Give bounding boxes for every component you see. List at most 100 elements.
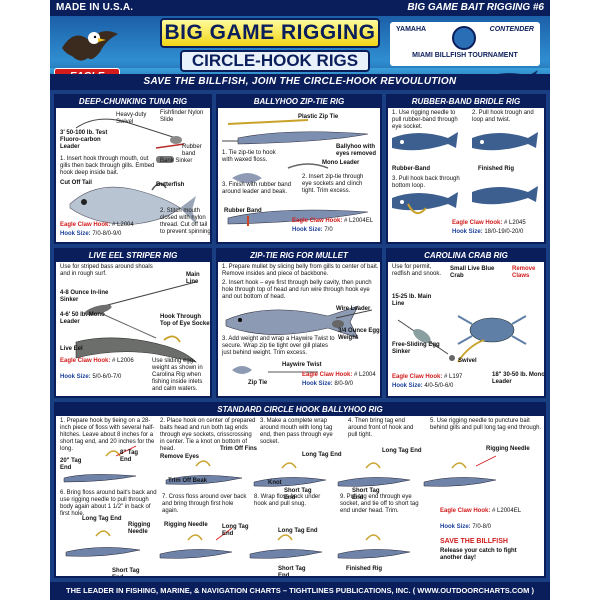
standard-step3: 3. Make a complete wrap around mouth wit… (260, 418, 333, 445)
standard-s7b: Long Tag End (222, 524, 249, 537)
tuna-step2: 2. Stitch mouth closed with nylon thread… (160, 208, 211, 235)
tuna-rubber-label: Rubber band (182, 144, 202, 157)
standard-s2a: Remove Eyes (160, 454, 200, 460)
standard-size-line: Hook Size: 7/0-8/0 (440, 524, 492, 530)
eel-hook-through-label: Hook Through Top of Eye Socket (160, 314, 212, 327)
mullet-step2: 2. Insert hook – eye first through belly… (222, 280, 372, 300)
ballyhoo-mono-label: Mono Leader (322, 160, 360, 166)
crab-main-line-label: 15-25 lb. Main Line (392, 294, 432, 307)
crab-small-label: Small Live Blue Crab (450, 266, 495, 279)
crab-swivel-label: Swivel (458, 358, 477, 364)
standard-step9: 9. Pull tag end through eye socket, and … (340, 494, 419, 514)
standard-s9a: Finished Rig (346, 566, 382, 572)
standard-step1: 1. Prepare hook by tieing on a 28-inch p… (60, 418, 155, 452)
standard-s6a: Long Tag End (82, 516, 122, 522)
crab-size-line: Hook Size: 4/0-5/0-6/0 (392, 383, 454, 389)
panel-title: BALLYHOO ZIP-TIE RIG (218, 96, 380, 108)
standard-s6c: Short Tag End (112, 568, 140, 578)
eel-note: Use sliding egg-weight as shown in Carol… (152, 358, 203, 392)
made-in-label: MADE IN U.S.A. (56, 2, 134, 13)
ballyhoo-size-line: Hook Size: 7/0 (292, 227, 333, 233)
panel-rubber-band-rig: RUBBER-BAND BRIDLE RIG 1. Use rigging ne… (386, 94, 546, 244)
series-label: BIG GAME BAIT RIGGING #6 (407, 2, 544, 13)
mullet-wire-label: Wire Leader (336, 306, 371, 312)
eel-desc: Use for striped bass around shoals and i… (60, 264, 153, 277)
ballyhoo-diagram (222, 119, 369, 226)
crab-hook-line: Eagle Claw Hook: # L197 (392, 374, 463, 380)
ballyhoo-step1: 1. Tie zip-tie to hook with waxed floss. (222, 150, 276, 163)
panel-title: ZIP-TIE RIG FOR MULLET (218, 250, 380, 262)
bridle-size-line: Hook Size: 18/0-19/0-20/0 (452, 229, 524, 235)
sponsor-left: YAMAHA (396, 26, 427, 33)
zip-tie-label: Plastic Zip Tie (298, 114, 339, 120)
ballyhoo-eyes-label: Ballyhoo with eyes removed (336, 144, 377, 157)
standard-s8b: Short Tag End (278, 566, 306, 578)
standard-s3c: Short Tag End (284, 488, 312, 501)
panel-crab-rig: CAROLINA CRAB RIG Use for permit, redfis… (386, 248, 546, 398)
tuna-step1: 1. Insert hook through mouth, out gills … (60, 156, 155, 176)
crab-leader-label: 18" 30-50 lb. Mono Leader (492, 372, 545, 385)
crab-diagram (397, 315, 527, 363)
panel-tuna-rig: DEEP-CHUNKING TUNA RIG Heavy-duty Swivel… (54, 94, 212, 244)
standard-s2b: Trim Off Fins (220, 446, 258, 452)
sponsor-box: YAMAHA CONTENDER MIAMI BILLFISH TOURNAME… (390, 22, 540, 66)
eel-hook-line: Eagle Claw Hook: # L2006 (60, 358, 134, 364)
standard-step4: 4. Then bring tag end around front of ho… (348, 418, 414, 438)
standard-step8: 8. Wrap floss back under hook and pull s… (254, 494, 321, 507)
panel-title: STANDARD CIRCLE HOOK BALLYHOO RIG (56, 404, 544, 416)
sponsor-bottom: MIAMI BILLFISH TOURNAMENT (412, 52, 518, 59)
crab-remove-label: Remove Claws (512, 266, 536, 279)
eel-main-line-label: Main Line (186, 272, 200, 285)
page-title: BIG GAME RIGGING (160, 18, 380, 48)
standard-s3b: Knot (268, 480, 282, 486)
eel-size-line: Hook Size: 5/0-6/0-7/0 (60, 374, 122, 380)
panel-title: CAROLINA CRAB RIG (388, 250, 544, 262)
standard-s7a: Rigging Needle (164, 522, 208, 528)
mullet-diagram (225, 305, 373, 374)
standard-s5a: Rigging Needle (486, 446, 530, 452)
standard-s8a: Long Tag End (278, 528, 318, 534)
tuna-leader-diagram (69, 118, 196, 225)
standard-step2: 2. Place hook on center of prepared bait… (160, 418, 256, 452)
standard-rig-diagrams (63, 445, 497, 559)
tournament-logo-icon (452, 26, 476, 50)
standard-step5: 5. Use rigging needle to puncture bait b… (430, 418, 542, 431)
tuna-size-line: Hook Size: 7/0-8/0-9/0 (60, 231, 122, 237)
tuna-swivel-label: Heavy-duty Swivel (116, 112, 147, 125)
eel-sinker-label: 4-8 Ounce In-line Sinker (60, 290, 109, 303)
ballyhoo-hook-line: Eagle Claw Hook: # L2004EL (292, 218, 374, 224)
panel-title: RUBBER-BAND BRIDLE RIG (388, 96, 544, 108)
eagle-logo-icon (62, 31, 118, 61)
ballyhoo-rubber-label: Rubber Band (224, 208, 262, 214)
bridle-diagram (392, 132, 538, 215)
standard-hook-line: Eagle Claw Hook: # L2004EL (440, 508, 522, 514)
mullet-step3: 3. Add weight and wrap a Haywire Twist t… (222, 336, 335, 356)
bridle-rubber-label: Rubber-Band (392, 166, 430, 172)
tuna-hook-line: Eagle Claw Hook: # L2004 (60, 222, 134, 228)
standard-s3a: Long Tag End (302, 452, 342, 458)
mullet-ziptie-label: Zip Tie (248, 380, 268, 386)
tuna-leader-label: 3' 50-100 lb. Test Fluoro-carbon Leader (60, 130, 108, 150)
panel-eel-rig: LIVE EEL STRIPER RIG Use for striped bas… (54, 248, 212, 398)
standard-step7: 7. Cross floss around over back and brin… (162, 494, 247, 514)
top-bar: MADE IN U.S.A. BIG GAME BAIT RIGGING #6 (50, 0, 550, 16)
standard-step6: 6. Bring floss around bait's back and us… (60, 490, 157, 517)
panel-title: DEEP-CHUNKING TUNA RIG (56, 96, 210, 108)
standard-s4b: Short Tag End (352, 488, 380, 501)
save-billfish-label: SAVE THE BILLFISH (440, 538, 508, 545)
standard-s1a: 8" Tag End (120, 450, 139, 463)
tuna-butterfish-label: Butterfish (156, 182, 185, 188)
ballyhoo-step2: 2. Insert zip-tie through eye sockets an… (302, 174, 364, 194)
panel-ballyhoo-zip-rig: BALLYHOO ZIP-TIE RIG Plastic Zip Tie Bal… (216, 94, 382, 244)
panel-area: DEEP-CHUNKING TUNA RIG Heavy-duty Swivel… (50, 90, 550, 582)
bridle-step2: 2. Pull hook trough and loop and twist. (472, 110, 534, 123)
crab-desc: Use for permit, redfish and snook. (392, 264, 442, 277)
standard-s2c: Trim Off Beak (168, 478, 208, 484)
standard-s1b: 20" Tag End (60, 458, 82, 471)
mullet-weight-label: 3/4 Ounce Egg Weight (338, 328, 380, 341)
rigging-chart: MADE IN U.S.A. BIG GAME BAIT RIGGING #6 … (50, 0, 550, 600)
eel-leader-label: 4-6' 50 lb. Mono Leader (60, 312, 105, 325)
sponsor-right: CONTENDER (489, 26, 534, 33)
mullet-hook-line: Eagle Claw Hook: # L2004 (302, 372, 376, 378)
page-subtitle: CIRCLE-HOOK RIGS (180, 50, 370, 72)
